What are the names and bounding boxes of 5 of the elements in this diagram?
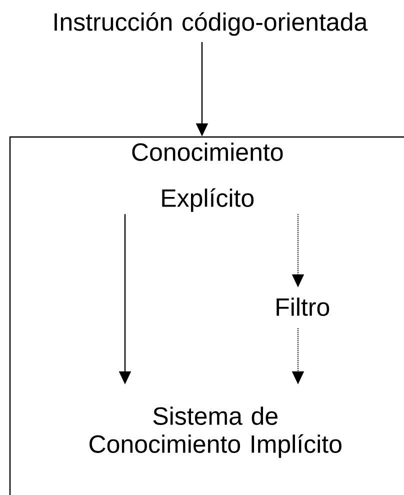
- text-label: Filtro: [276, 298, 330, 316]
- text-label: Conocimiento Explícito: [132, 142, 283, 212]
- frame-box: [9, 136, 404, 495]
- text-label: Sistema de Conocimiento Implícito: [90, 406, 342, 458]
- text-label: Instrucción código-orientada: [54, 12, 368, 36]
